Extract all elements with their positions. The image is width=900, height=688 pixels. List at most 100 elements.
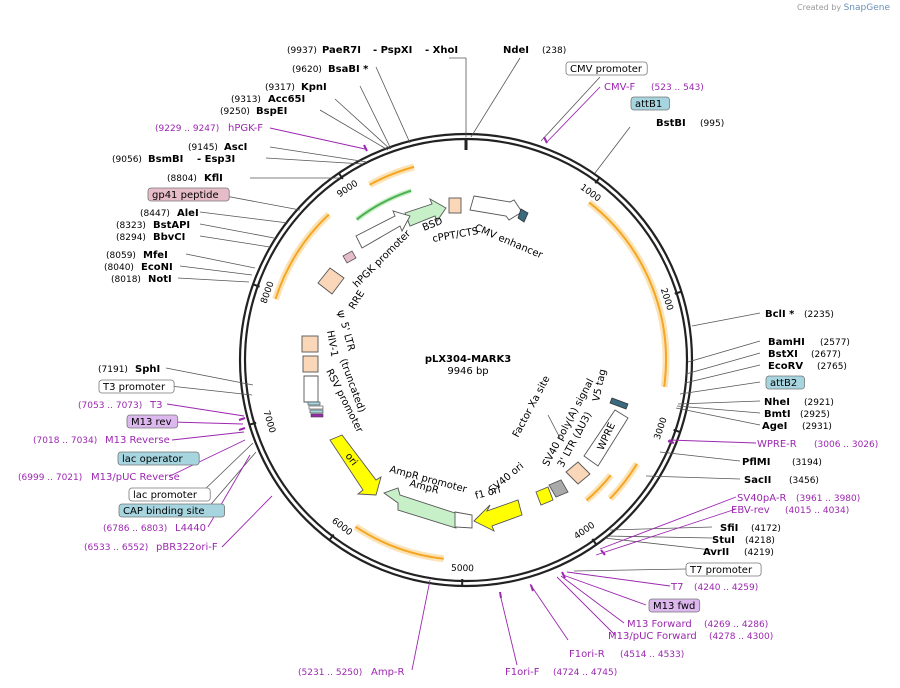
primer-name: hPGK-F [228,123,263,134]
lac-operator-feature [307,401,321,406]
site-pos: (9317) [265,83,295,93]
tick-label: 9000 [336,179,361,200]
primer-name: T3 [149,400,162,411]
site-name: SphI [135,364,160,375]
hpgk-promoter-arrow [355,210,411,249]
v5-tag-feature [609,397,629,410]
feature-label-box [648,598,701,613]
site-pos: (9620) [292,65,322,75]
feature-label-box [128,487,211,502]
feature-label-text: CMV promoter [570,64,643,75]
created-by-text: Created by [797,3,842,12]
snapgene-logo-text: SnapGene [843,3,890,13]
leader-lines [165,57,761,671]
site-name: BclI * [765,309,795,320]
tick-mark [591,538,598,546]
site-name: BstBI [656,118,686,129]
m13-rev-feature [310,413,324,418]
hiv1-psi-feature [302,355,319,373]
lac-promoter-feature [308,405,324,410]
bsd-arrow [404,197,447,227]
site-pos: (2765) [817,362,847,372]
primer-name: M13 Reverse [105,435,170,446]
inner-label: RRE [347,289,367,312]
site-pos: (3194) [792,458,822,468]
site-name: BspEI [256,106,287,117]
orf-arc-line [274,213,330,300]
site-name: PaeR7I [322,45,361,56]
tick-label: 5000 [451,564,474,574]
primer-name: M13/pUC Reverse [91,472,180,483]
wpre-arrow [583,409,629,467]
site-pos: (7191) [98,365,128,375]
site-pos: (9145) [188,143,218,153]
site-pos: (4218) [745,536,775,546]
feature-label-text: attB2 [770,378,797,389]
site-name: - Esp3I [197,154,235,165]
tick-label: 7000 [261,410,277,435]
site-name: BsaBI * [328,64,369,75]
plasmid-size: 9946 bp [447,366,488,377]
inner-label: CMV enhancer [473,223,545,262]
site-pos: (3456) [789,476,819,486]
site-pos: (4172) [751,524,781,534]
site-name: AleI [177,208,199,219]
site-pos: (995) [700,119,724,129]
site-name: MfeI [143,250,168,261]
site-name: SacII [744,475,771,486]
primer-range: (6999 .. 7021) [18,473,82,483]
rre-feature [317,267,345,295]
orf-arc [353,523,445,563]
site-name: BamHI [768,337,805,348]
inner-label: SV40 ori [487,461,526,496]
feature-label-box [117,451,200,466]
orf-arc-line [369,165,415,186]
tick-label: 3000 [653,416,670,441]
feature-label-box [685,562,762,577]
site-name: EcoNI [141,262,173,273]
tick-mark [338,172,344,180]
site-pos: (8018) [111,275,141,285]
site-name: NheI [764,397,790,408]
primer-range: (7053 .. 7073) [78,401,142,411]
site-name: BsmBI [148,154,183,165]
gp41-peptide-feature [342,250,357,264]
ampr-arrow [383,487,459,529]
feature-label-text: T3 promoter [102,382,166,393]
primer-range: (4015 .. 4034) [785,506,849,516]
orf-arc-line [585,474,612,502]
sv40-polya-feature [548,479,569,498]
ltr5-feature [301,335,319,353]
features [301,195,629,532]
site-pos: (8040) [104,263,134,273]
site-name: NdeI [503,45,529,56]
text-labels: (9937) PaeR7I - PspXI - XhoI NdeI (238) … [18,45,878,678]
site-pos: (4219) [744,548,774,558]
site-name: AvrII [703,547,729,558]
cmv-enhancer-arrow [469,195,523,221]
inner-label: cPPT/CTS [432,226,480,245]
tick-mark [328,533,335,541]
feature-label-box [630,96,670,111]
primer-name: EBV-rev [731,505,770,516]
site-name: SfiI [720,523,738,534]
site-name: BstXI [768,349,798,360]
site-name: BbvCI [153,232,185,243]
primer-range: (4724 .. 4745) [553,668,617,678]
orf-arc-line [354,525,444,560]
primer-range: (5231 .. 5250) [298,668,362,678]
feature-label-text: M13 fwd [653,601,695,612]
f1-ori-arrow [473,499,523,532]
site-pos: (9250) [220,107,250,117]
site-name: BmtI [764,409,791,420]
rsv-promoter-arrow [303,375,319,403]
site-pos: (9056) [112,155,142,165]
primer-name: F1ori-R [569,649,605,660]
site-pos: (8804) [167,174,197,184]
site-name: EcoRV [768,361,803,372]
primer-range: (4269 .. 4286) [704,620,768,630]
site-name: PflMI [742,457,770,468]
site-name: - PspXI [373,45,412,56]
